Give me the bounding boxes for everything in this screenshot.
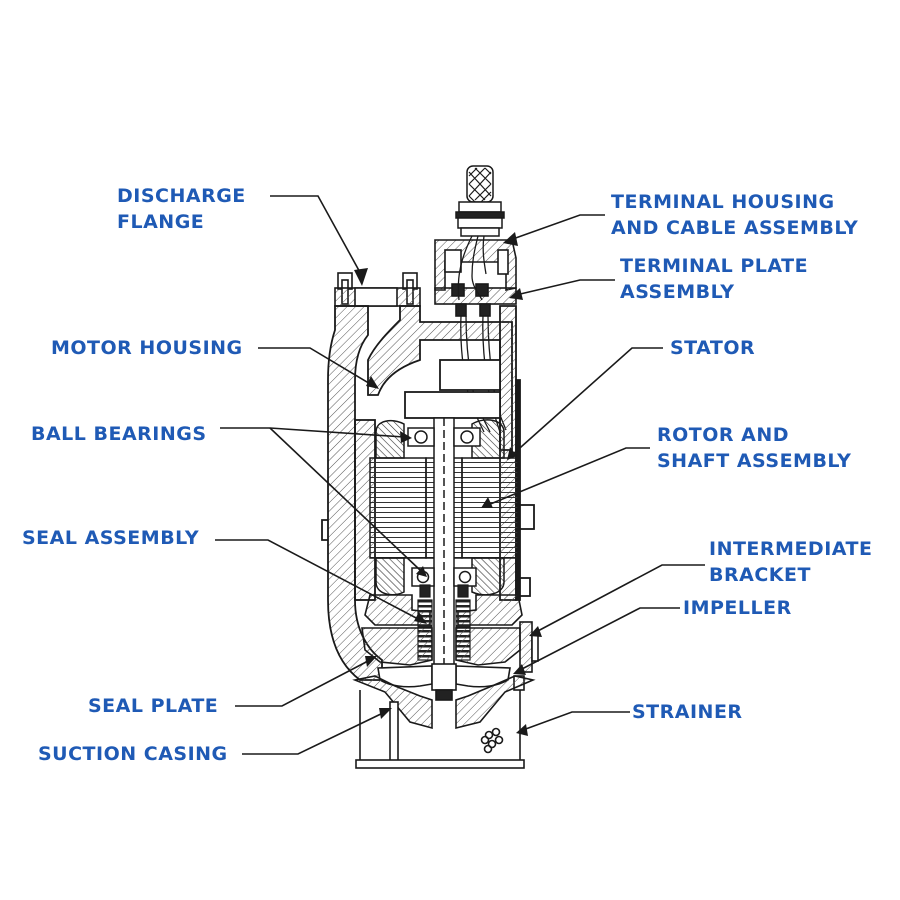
label-line: TERMINAL HOUSING xyxy=(611,191,835,213)
label-line: SUCTION CASING xyxy=(38,743,228,765)
label-seal-plate: SEAL PLATE xyxy=(88,693,218,719)
label-line: DISCHARGE xyxy=(117,185,246,207)
label-seal-assembly: SEAL ASSEMBLY xyxy=(22,525,199,551)
cable-assembly xyxy=(455,165,505,237)
label-line: FLANGE xyxy=(117,211,205,233)
label-terminal-plate: TERMINAL PLATE ASSEMBLY xyxy=(620,253,808,305)
label-line: SEAL ASSEMBLY xyxy=(22,527,200,549)
label-line: BALL BEARINGS xyxy=(31,423,207,445)
label-line: SEAL PLATE xyxy=(88,695,219,717)
label-line: ROTOR AND xyxy=(657,424,790,446)
label-terminal-housing: TERMINAL HOUSING AND CABLE ASSEMBLY xyxy=(611,189,858,241)
label-strainer: STRAINER xyxy=(632,699,743,725)
suction-casing xyxy=(352,675,536,763)
label-suction-casing: SUCTION CASING xyxy=(38,741,228,767)
label-line: IMPELLER xyxy=(683,597,792,619)
discharge-flange xyxy=(334,272,421,307)
label-intermediate-bracket: INTERMEDIATE BRACKET xyxy=(709,536,872,588)
label-line: INTERMEDIATE xyxy=(709,538,873,560)
label-line: BRACKET xyxy=(709,564,811,586)
leader-arrows xyxy=(354,232,542,736)
label-motor-housing: MOTOR HOUSING xyxy=(51,335,243,361)
label-line: SHAFT ASSEMBLY xyxy=(657,450,852,472)
label-impeller: IMPELLER xyxy=(683,595,792,621)
label-line: STRAINER xyxy=(632,701,743,723)
label-stator: STATOR xyxy=(670,335,755,361)
strainer xyxy=(355,690,525,769)
seal-plate xyxy=(361,621,539,691)
label-rotor-shaft: ROTOR AND SHAFT ASSEMBLY xyxy=(657,422,851,474)
label-discharge-flange: DISCHARGE FLANGE xyxy=(117,183,246,235)
label-line: AND CABLE ASSEMBLY xyxy=(611,217,859,239)
label-line: TERMINAL PLATE xyxy=(620,255,809,277)
terminal-housing xyxy=(434,239,517,317)
label-line: STATOR xyxy=(670,337,756,359)
leader-lines xyxy=(215,195,705,755)
label-line: MOTOR HOUSING xyxy=(51,337,243,359)
label-ball-bearings: BALL BEARINGS xyxy=(31,421,207,447)
impeller xyxy=(377,663,511,701)
label-line: ASSEMBLY xyxy=(620,281,735,303)
rotor-shaft xyxy=(425,417,463,689)
